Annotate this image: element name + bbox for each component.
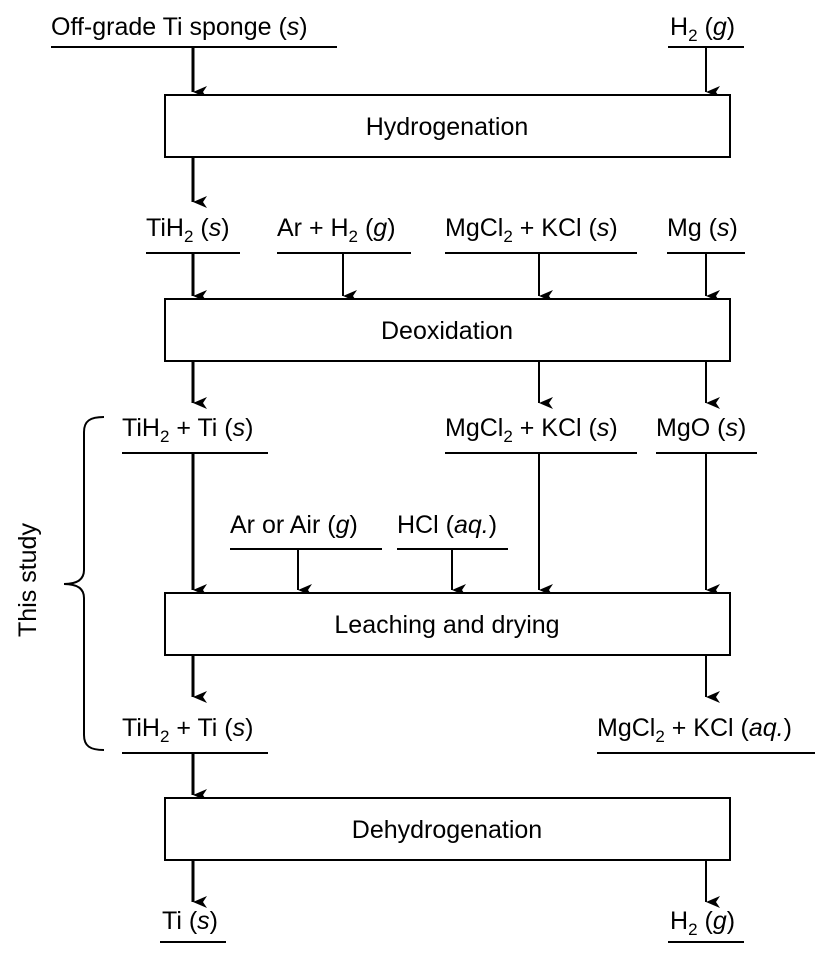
label-ti-s-output: Ti (s) xyxy=(162,907,218,935)
label-tih2-ti-s-1: TiH2 + Ti (s) xyxy=(122,414,253,446)
label-off-grade-ti-sponge: Off-grade Ti sponge (s) xyxy=(51,13,308,41)
label-deoxidation: Deoxidation xyxy=(381,317,513,345)
box-deoxidation xyxy=(164,298,731,362)
label-ar-or-air-gas: Ar or Air (g) xyxy=(230,511,358,539)
box-hydrogenation xyxy=(164,94,731,158)
label-leaching-and-drying: Leaching and drying xyxy=(334,611,559,639)
label-tih2-ti-s-2: TiH2 + Ti (s) xyxy=(122,714,253,746)
label-mgcl2-kcl-aq: MgCl2 + KCl (aq.) xyxy=(597,714,792,746)
label-ar-h2-gas: Ar + H2 (g) xyxy=(277,214,396,246)
label-mgcl2-kcl-s-output: MgCl2 + KCl (s) xyxy=(445,414,618,446)
label-mgcl2-kcl-s-input: MgCl2 + KCl (s) xyxy=(445,214,618,246)
this-study-label: This study xyxy=(14,523,42,637)
this-study-brace xyxy=(63,416,105,751)
label-h2-gas-input: H2 (g) xyxy=(670,13,735,45)
label-mgo-s: MgO (s) xyxy=(656,414,746,442)
label-mg-s: Mg (s) xyxy=(667,214,738,242)
label-dehydrogenation: Dehydrogenation xyxy=(352,816,542,844)
label-h2-gas-output: H2 (g) xyxy=(670,907,735,939)
label-tih2-s: TiH2 (s) xyxy=(146,214,230,246)
box-leaching-and-drying xyxy=(164,592,731,656)
box-dehydrogenation xyxy=(164,797,731,861)
label-hcl-aq: HCl (aq.) xyxy=(397,511,497,539)
label-hydrogenation: Hydrogenation xyxy=(366,113,529,141)
